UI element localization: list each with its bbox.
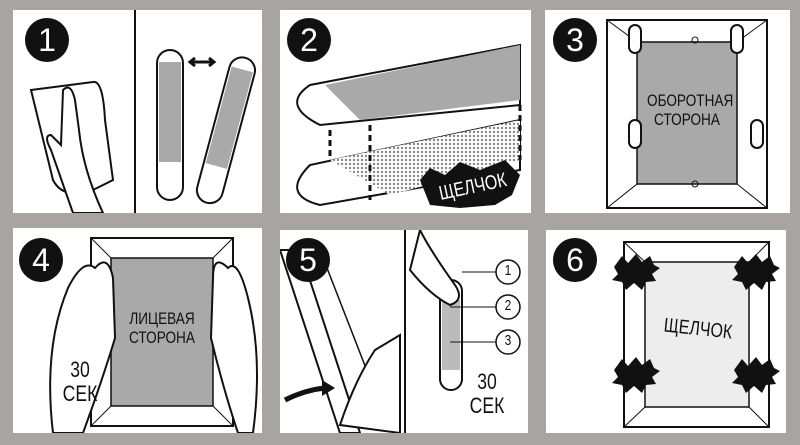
front-side-label: ЛИЦЕВАЯ СТОРОНА — [121, 309, 203, 347]
strips-icon — [628, 24, 764, 149]
press-time-label: 30 СЕК — [467, 369, 507, 419]
callout-3: 3 — [504, 332, 512, 349]
press-time-label: 30 СЕК — [60, 357, 100, 407]
time-unit: СЕК — [62, 381, 98, 407]
label-line: СТОРОНА — [654, 109, 720, 129]
double-arrow-icon — [187, 56, 217, 68]
step-number-badge: 5 — [286, 238, 330, 282]
step-number-badge: 4 — [19, 238, 63, 282]
step-2-illustration — [296, 43, 522, 208]
step-4-panel: 4 ЛИЦЕВАЯ СТОРОНА 30 СЕК — [13, 228, 262, 433]
label-line: ОБОРОТНАЯ — [647, 91, 734, 110]
step-1-panel: 1 — [13, 10, 262, 213]
time-unit: СЕК — [469, 393, 505, 419]
rotate-arrow-icon — [283, 385, 326, 403]
step-5-illustration — [280, 230, 521, 433]
step-2-panel: 2 ЩЕЛЧОК — [280, 10, 531, 213]
label-line: СТОРОНА — [129, 327, 195, 347]
step-5-panel: 5 1 2 3 30 СЕК — [280, 230, 528, 433]
right-hand-icon — [209, 261, 258, 433]
finger-icon — [408, 230, 460, 307]
step-number-badge: 6 — [553, 238, 597, 282]
callout-1: 1 — [504, 262, 512, 279]
time-value: 30 — [477, 369, 497, 394]
step-number-badge: 1 — [25, 18, 69, 62]
step-3-illustration — [606, 19, 768, 209]
step-6-panel: 6 ЩЕЛЧОК — [546, 230, 786, 433]
hand-icon — [46, 86, 105, 213]
click-burst-icon — [612, 254, 780, 393]
callout-2: 2 — [504, 297, 512, 314]
back-side-label: ОБОРОТНАЯ СТОРОНА — [647, 91, 734, 129]
step-4-illustration — [49, 237, 258, 433]
hand-icon — [338, 333, 401, 433]
time-value: 30 — [70, 357, 90, 382]
step-number-badge: 2 — [287, 18, 331, 62]
label-line: ЛИЦЕВАЯ — [129, 309, 195, 328]
step-6-illustration — [612, 241, 780, 428]
left-hand-icon — [49, 261, 117, 433]
step-1-illustration — [29, 10, 257, 213]
click-burst-icon — [420, 160, 520, 208]
step-3-panel: 3 ОБОРОТНАЯ СТОРОНА — [545, 10, 790, 213]
step-number-badge: 3 — [553, 18, 597, 62]
